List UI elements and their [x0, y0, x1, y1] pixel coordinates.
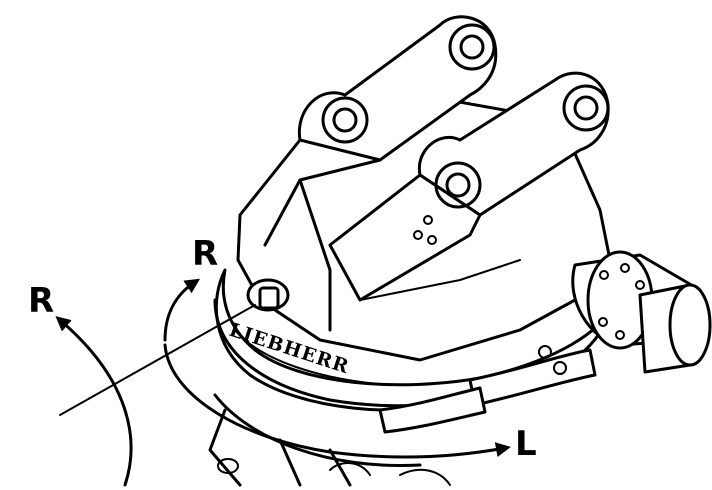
hydraulic-cylinder [571, 250, 712, 374]
label-r-inner: R [192, 234, 218, 274]
label-r-outer: R [28, 281, 54, 321]
label-l: L [515, 424, 537, 464]
hydraulic-hoses [378, 345, 597, 434]
axis-leader-line [59, 304, 256, 416]
rotator-base [208, 393, 451, 487]
outer-rotation-arrow [55, 316, 133, 487]
rotation-arrow-left [163, 343, 511, 459]
inner-rotation-arrow-right [163, 278, 201, 342]
quick-coupler [297, 15, 610, 302]
locking-pin [246, 278, 290, 312]
